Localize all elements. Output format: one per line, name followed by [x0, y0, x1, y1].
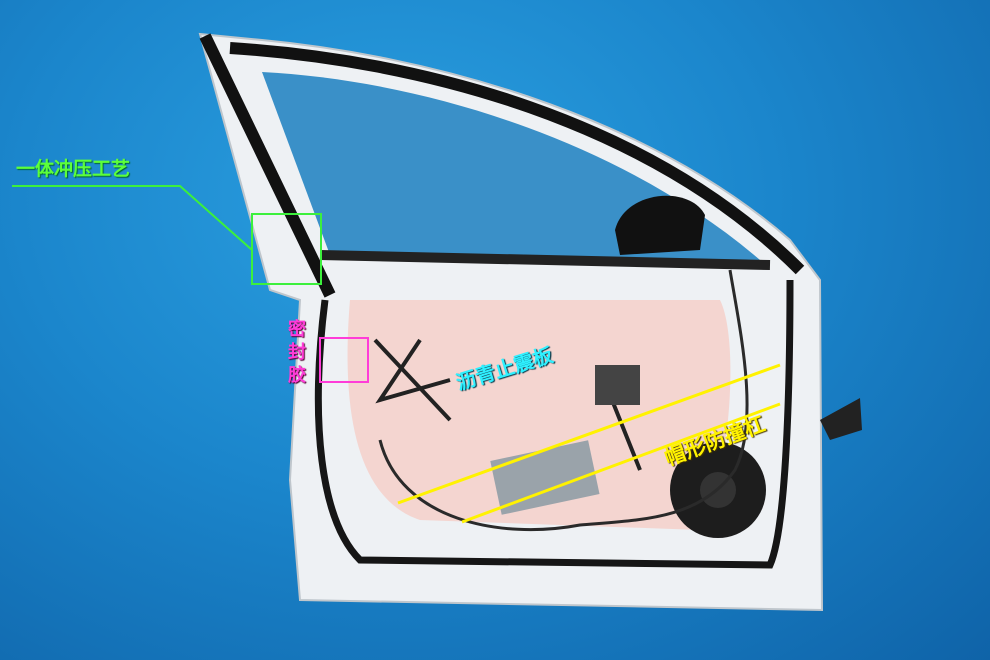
green-highlight-box	[251, 213, 322, 285]
door-connector	[820, 398, 862, 440]
sealant-area	[347, 300, 731, 530]
belt-line	[319, 250, 771, 270]
green-leader-line	[12, 185, 253, 251]
label-one-piece-stamping: 一体冲压工艺	[16, 158, 131, 180]
mirror-mount	[615, 195, 705, 255]
label-sealant: 密封胶	[288, 319, 306, 386]
yellow-line-upper	[397, 363, 781, 505]
magenta-highlight-box	[319, 337, 369, 383]
yellow-line-lower	[461, 402, 781, 524]
regulator-motor	[595, 365, 640, 405]
door-seal	[314, 279, 794, 569]
window-seal	[199, 33, 805, 298]
